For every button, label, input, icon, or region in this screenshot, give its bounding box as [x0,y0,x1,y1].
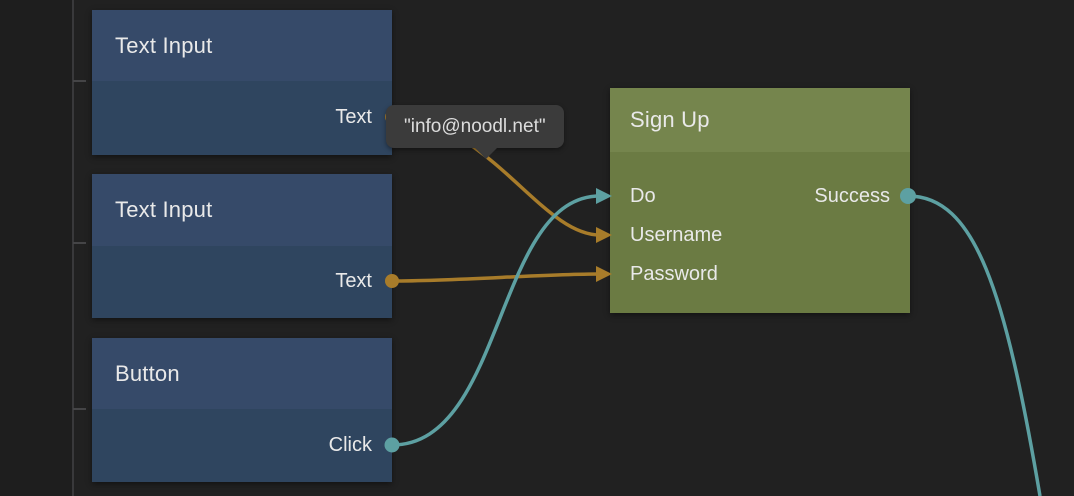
node-header[interactable]: Text Input [92,10,392,81]
port-success-output[interactable]: Success [814,185,890,207]
node-text-input-2[interactable]: Text Input Text [92,174,392,318]
node-title: Text Input [115,197,213,222]
node-text-input-1[interactable]: Text Input Text [92,10,392,155]
arrowhead-username-input[interactable] [596,227,612,243]
port-click-output[interactable]: Click [328,434,372,456]
node-title: Text Input [115,32,213,58]
node-header[interactable]: Sign Up [610,88,910,152]
canvas-left-margin [0,0,72,496]
arrowhead-password-input[interactable] [596,266,612,282]
guide-line [72,0,74,496]
port-password-input[interactable]: Password [630,263,718,285]
node-header[interactable]: Button [92,338,392,409]
wire-success-out[interactable] [907,194,1042,496]
port-text-output[interactable]: Text [335,106,372,128]
connector-text2-output[interactable] [385,274,399,288]
wire-click-to-do[interactable] [391,194,601,447]
node-body[interactable]: Text [92,81,392,155]
guide-tick [73,80,86,82]
tooltip-value: "info@noodl.net" [404,115,546,137]
node-title: Button [115,360,180,386]
port-username-input[interactable]: Username [630,224,723,246]
connector-click-output[interactable] [384,437,400,453]
node-button[interactable]: Button Click [92,338,392,482]
node-header[interactable]: Text Input [92,174,392,246]
port-do-input[interactable]: Do [630,185,656,207]
node-sign-up[interactable]: Sign Up Do Username Password Success [610,88,910,313]
node-title: Sign Up [630,107,710,132]
port-text-output[interactable]: Text [335,270,372,292]
node-body[interactable]: Do Username Password Success [610,152,910,313]
node-body[interactable]: Text [92,246,392,318]
node-body[interactable]: Click [92,409,392,482]
connector-success-output[interactable] [900,188,916,204]
value-tooltip: "info@noodl.net" [386,105,564,159]
guide-tick [73,242,86,244]
guide-tick [73,408,86,410]
arrowhead-do-input[interactable] [596,188,612,204]
wire-text2-to-password[interactable] [391,272,601,283]
